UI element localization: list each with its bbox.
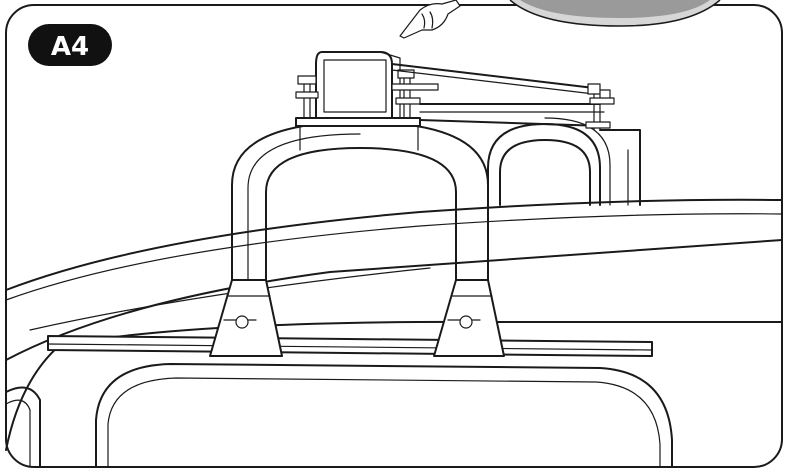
right-foot-bolt: [459, 315, 473, 329]
rear-u-bracket: [487, 117, 641, 206]
connecting-rails: [391, 63, 605, 127]
roof-crossbar: [47, 335, 653, 357]
left-foot-bolt: [235, 315, 249, 329]
right-mount-foot: [433, 279, 505, 357]
step-badge: A4: [28, 24, 112, 66]
top-disc: [509, 0, 721, 27]
figure-frame: [5, 4, 783, 468]
top-mount-plate: [295, 117, 421, 151]
window-openings: [5, 363, 673, 468]
pointing-hand-icon: [399, 0, 461, 39]
front-u-bracket: [231, 121, 489, 281]
left-bolt-stack: [295, 75, 319, 119]
roof-body: [5, 198, 783, 451]
right-bolt-stack: [391, 69, 439, 119]
rear-bolt-stack: [585, 83, 615, 131]
left-mount-foot: [209, 279, 283, 357]
step-label: A4: [51, 32, 89, 62]
motor-box: [315, 51, 401, 119]
